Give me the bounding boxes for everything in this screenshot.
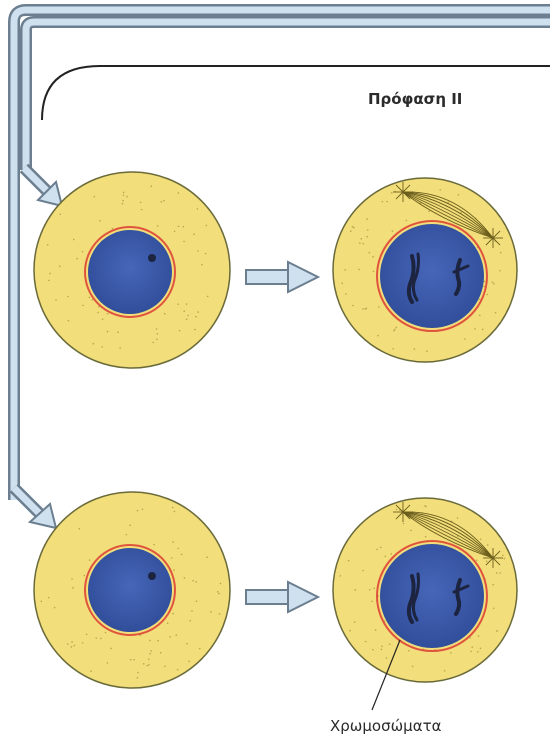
connector-inner-frame bbox=[26, 22, 550, 170]
nucleus bbox=[380, 544, 484, 648]
nucleus bbox=[88, 548, 172, 632]
nucleolus bbox=[148, 254, 156, 262]
chromosome-label: Χρωμοσώματα bbox=[330, 717, 442, 735]
cell-top-right bbox=[333, 178, 517, 362]
cell-top-left bbox=[34, 172, 230, 368]
arrow-top-row bbox=[246, 262, 318, 292]
nucleolus bbox=[148, 572, 156, 580]
nucleus bbox=[88, 230, 172, 314]
title-label: Πρόφαση ΙΙ bbox=[368, 90, 462, 108]
cells bbox=[34, 172, 517, 688]
arrow-to-bottom-left-cell bbox=[14, 488, 56, 528]
arrow-to-top-left-cell bbox=[24, 168, 62, 206]
prophase-bracket bbox=[42, 66, 550, 120]
arrow-bottom-row bbox=[246, 582, 318, 612]
cell-bottom-right bbox=[333, 498, 517, 682]
cell-bottom-left bbox=[34, 492, 230, 688]
nucleus bbox=[380, 224, 484, 328]
